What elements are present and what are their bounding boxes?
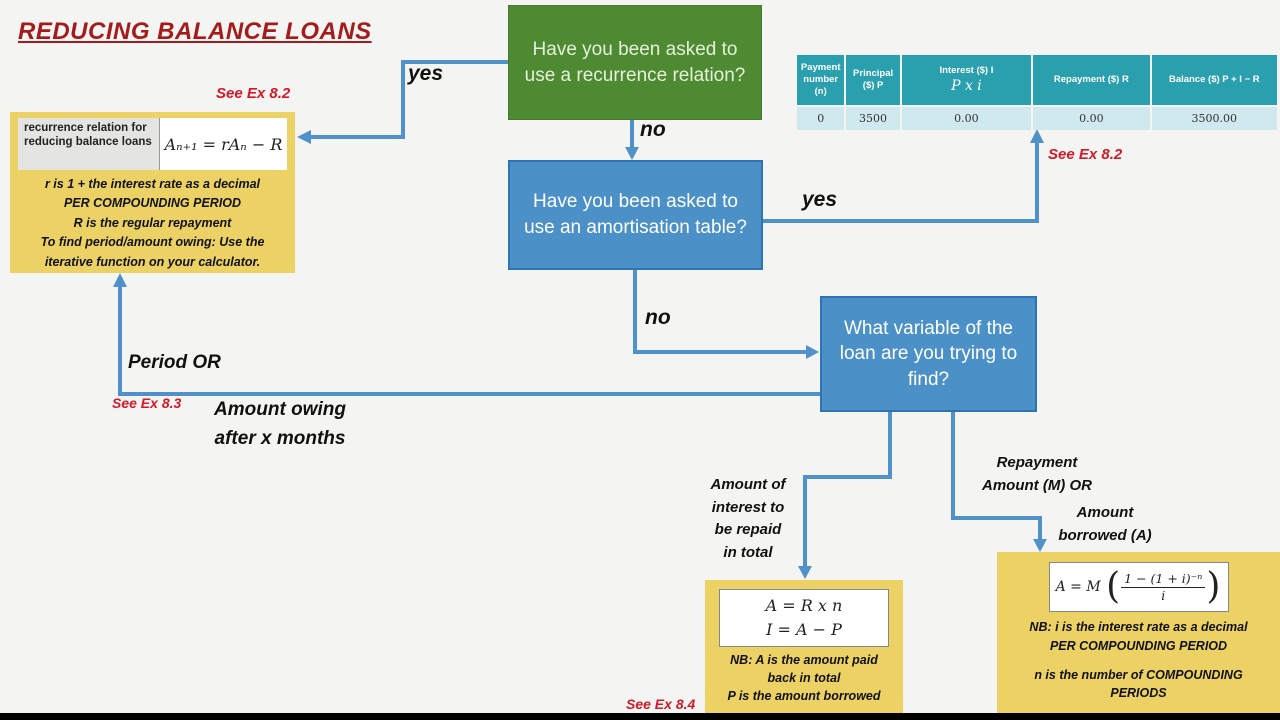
col-header-principal: Principal ($) P xyxy=(846,55,900,105)
cell-balance: 3500.00 xyxy=(1151,107,1277,130)
col-header-payment-number: Payment number (n) xyxy=(797,55,845,105)
col-header-repayment: Repayment ($) R xyxy=(1033,55,1150,105)
recurrence-note-line: PER COMPOUNDING PERIOD xyxy=(63,196,242,211)
recurrence-note-line: r is 1 + the interest rate as a decimal xyxy=(44,177,261,191)
arrowhead-up-2 xyxy=(113,273,127,287)
cell-payment-number: 0 xyxy=(797,107,845,130)
annuity-formula-lhs: A = M xyxy=(1055,579,1101,595)
recurrence-formula-row: recurrence relation for reducing balance… xyxy=(18,118,287,170)
decision-box-variable-text: What variable of the loan are you trying… xyxy=(839,317,1018,390)
recurrence-note-line: R is the regular repayment xyxy=(73,215,232,230)
label-yes-recurrence: yes xyxy=(408,62,444,85)
annuity-formula: A = M ( 1 − (1 + i)⁻ⁿ i ) xyxy=(1048,562,1229,612)
ref-see-ex-8-4: See Ex 8.4 xyxy=(626,696,696,712)
close-paren: ) xyxy=(1206,566,1221,607)
branch-label-borrowed: Amount borrowed (A) xyxy=(1058,504,1152,544)
open-paren: ( xyxy=(1106,566,1121,607)
fraction-numerator: 1 − (1 + i)⁻ⁿ xyxy=(1121,571,1206,588)
label-no-recurrence: no xyxy=(640,118,666,141)
arrowhead-right xyxy=(806,345,819,359)
table-row: 0 3500 0.00 0.00 3500.00 xyxy=(797,105,1277,130)
arrowhead-down-2 xyxy=(798,566,812,579)
annuity-formula-box: A = M ( 1 − (1 + i)⁻ⁿ i ) NB: i is the i… xyxy=(997,552,1280,713)
spacer xyxy=(997,656,1280,666)
annuity-notes: NB: i is the interest rate as a decimal … xyxy=(997,618,1280,703)
recurrence-formula: Aₙ₊₁ = rAₙ − R xyxy=(160,118,287,170)
interest-notes: NB: A is the amount paid back in total P… xyxy=(727,653,881,704)
letterbox-bar xyxy=(0,713,1280,720)
label-yes-amortisation: yes xyxy=(802,188,838,211)
recurrence-note-line: To find period/amount owing: Use the xyxy=(40,235,265,250)
formula-i-equals-a-minus-p: I = A − P xyxy=(766,620,842,639)
recurrence-formula-label: recurrence relation for reducing balance… xyxy=(18,118,160,170)
branch-label-amount-owing: Amount owing after x months xyxy=(214,399,346,449)
decision-box-recurrence: Have you been asked to use a recurrence … xyxy=(508,5,762,120)
arrowhead-down-1 xyxy=(625,147,639,160)
ref-see-ex-8-3: See Ex 8.3 xyxy=(112,395,182,411)
fraction-denominator: i xyxy=(1161,587,1166,603)
annuity-fraction: 1 − (1 + i)⁻ⁿ i xyxy=(1121,571,1206,603)
interest-formula-box: A = R x n I = A − P NB: A is the amount … xyxy=(705,580,903,713)
ref-see-ex-8-2-right: See Ex 8.2 xyxy=(1048,146,1123,163)
recurrence-note-line: iterative function on your calculator. xyxy=(44,254,261,269)
arrowhead-left xyxy=(297,130,311,144)
decision-box-recurrence-text: Have you been asked to use a recurrence … xyxy=(524,38,746,86)
recurrence-formula-box: recurrence relation for reducing balance… xyxy=(10,112,295,273)
col-header-balance: Balance ($) P + I − R xyxy=(1151,55,1277,105)
label-no-amortisation: no xyxy=(645,306,671,329)
recurrence-notes: r is 1 + the interest rate as a decimal … xyxy=(10,175,295,272)
arrow-to-interest-box xyxy=(803,412,892,566)
ref-see-ex-8-2-left: See Ex 8.2 xyxy=(216,85,291,102)
page-title: REDUCING BALANCE LOANS xyxy=(18,18,372,45)
cell-principal: 3500 xyxy=(846,107,900,130)
formula-a-equals-rxn: A = R x n xyxy=(765,596,843,615)
interest-formulas: A = R x n I = A − P xyxy=(719,589,889,647)
amortisation-table-header: Payment number (n) Principal ($) P Inter… xyxy=(797,55,1277,105)
cell-repayment: 0.00 xyxy=(1033,107,1150,130)
arrowhead-up-1 xyxy=(1030,129,1044,143)
decision-box-amortisation: Have you been asked to use an amortisati… xyxy=(508,160,763,270)
cell-interest: 0.00 xyxy=(901,107,1032,130)
amortisation-table: Payment number (n) Principal ($) P Inter… xyxy=(797,55,1277,130)
branch-label-period: Period OR xyxy=(128,352,221,373)
decision-box-amortisation-text: Have you been asked to use an amortisati… xyxy=(524,191,747,238)
branch-label-repayment: Repayment Amount (M) OR xyxy=(982,454,1092,494)
arrow-period-to-recurrence-box xyxy=(118,287,820,396)
branch-label-interest: Amount of interest to be repaid in total xyxy=(710,476,786,561)
decision-box-variable: What variable of the loan are you trying… xyxy=(820,296,1037,412)
